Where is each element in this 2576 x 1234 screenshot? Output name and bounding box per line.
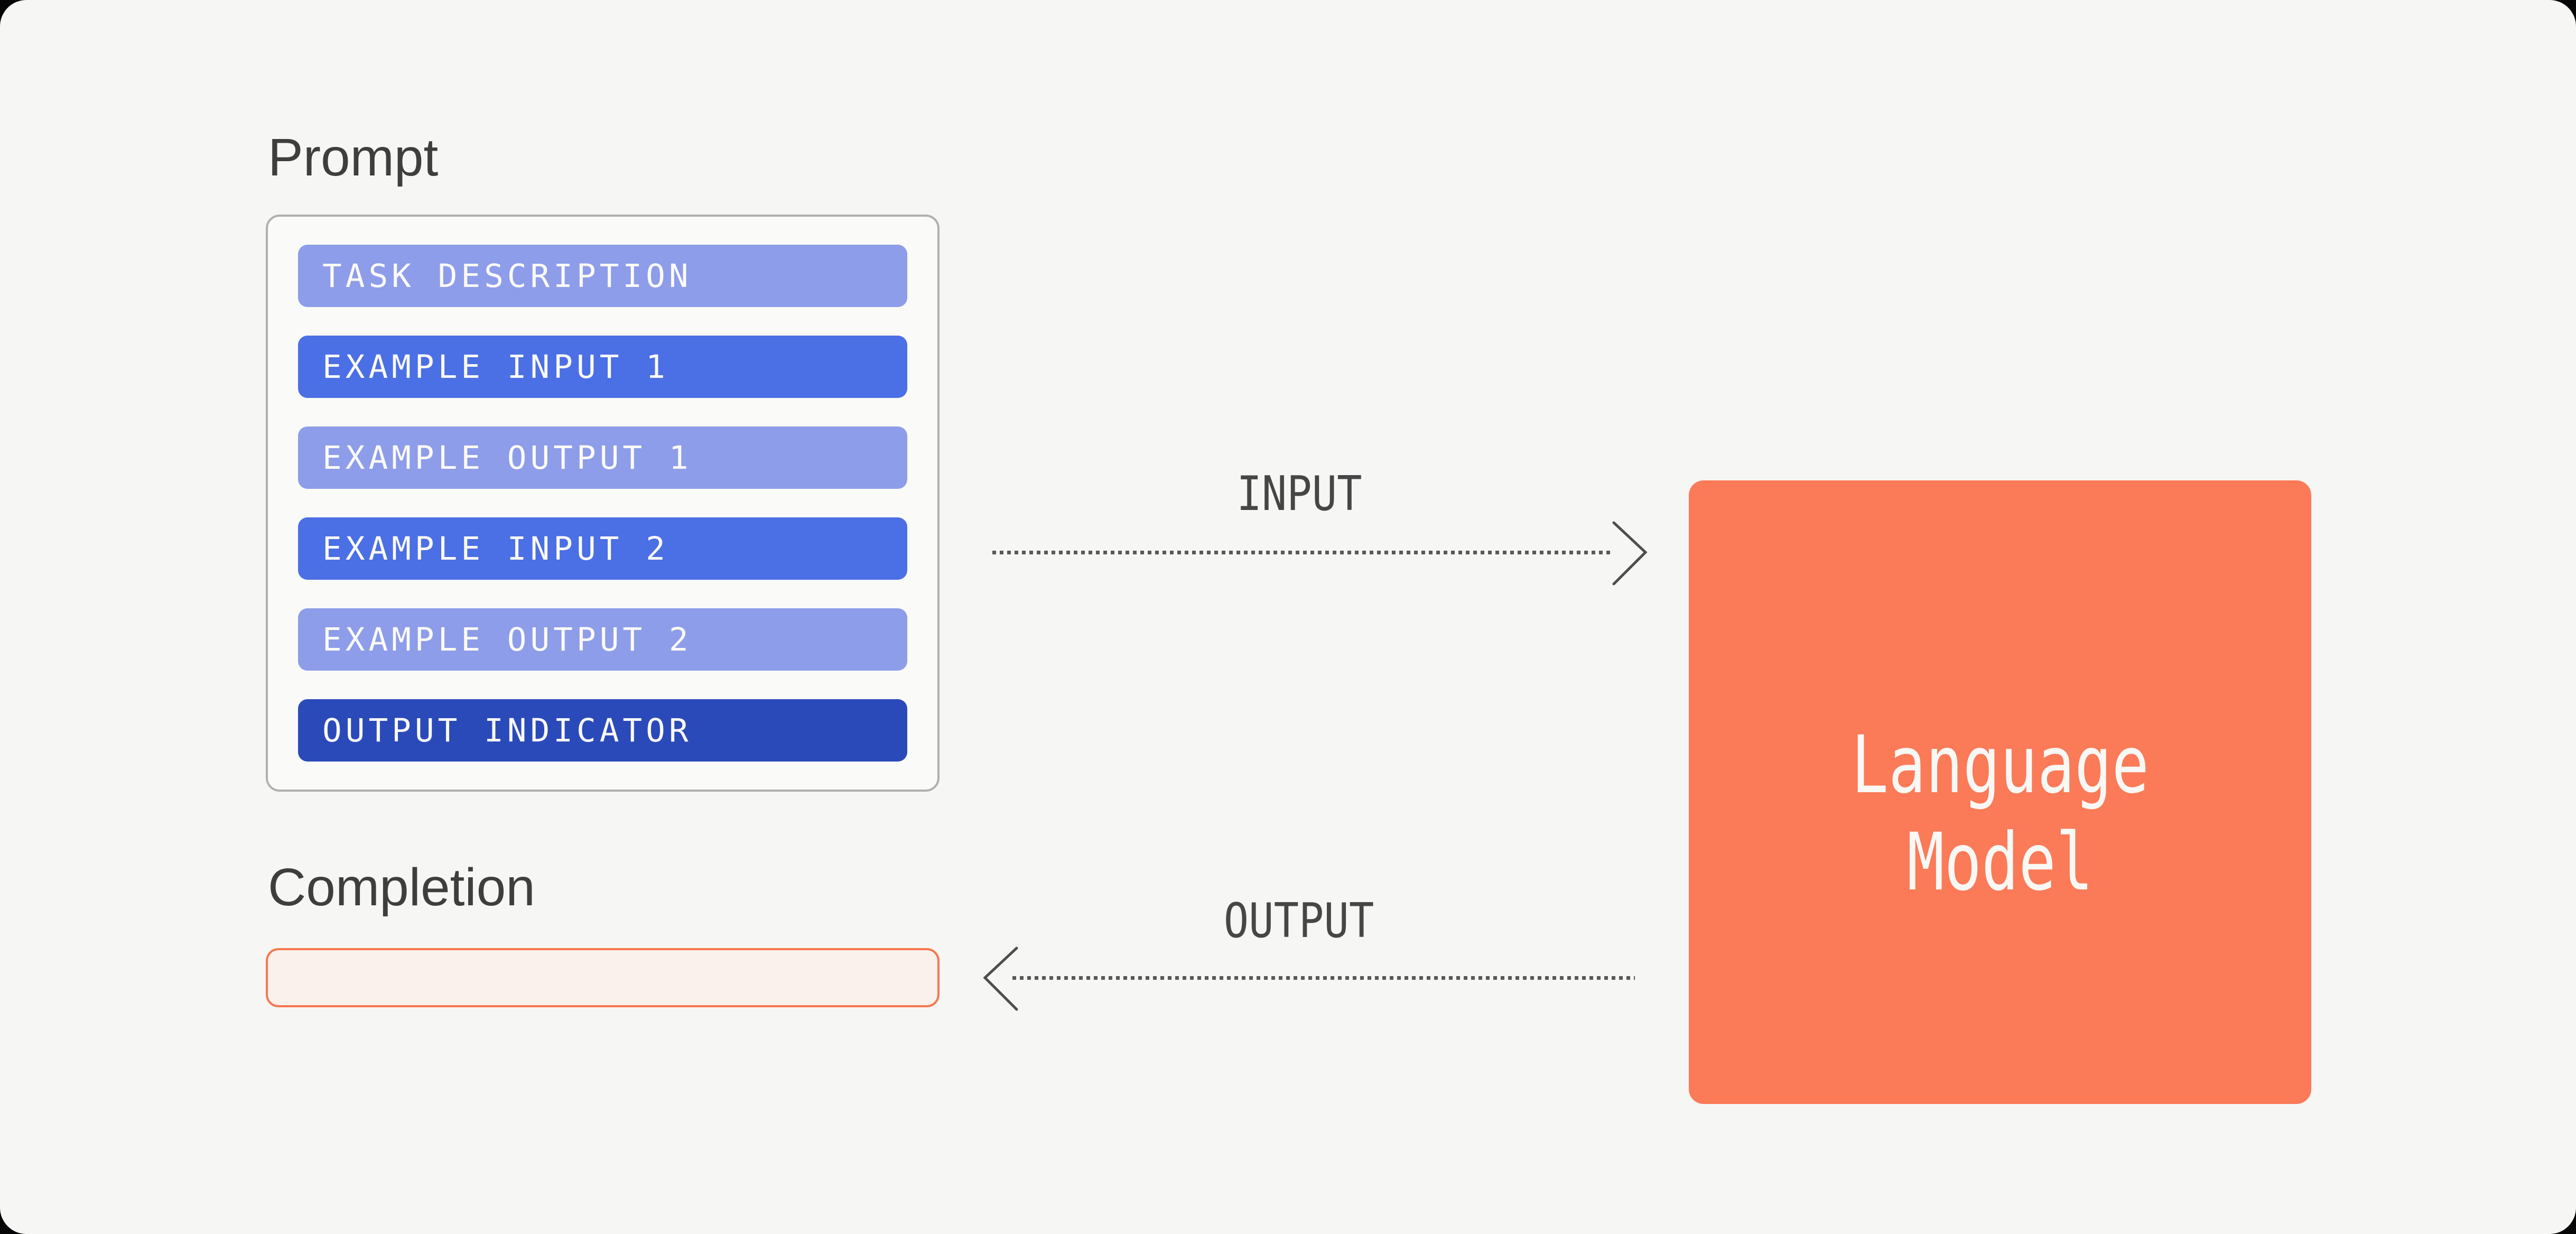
- output-arrow-label: OUTPUT: [1223, 893, 1374, 949]
- bar-example-input-2: EXAMPLE INPUT 2: [298, 517, 907, 580]
- completion-empty-box: [266, 948, 940, 1007]
- output-arrowhead-icon: [983, 947, 1018, 1011]
- bar-example-output-2: EXAMPLE OUTPUT 2: [298, 608, 907, 671]
- language-model-box: Language Model: [1689, 480, 2311, 1104]
- completion-section-title: Completion: [268, 858, 535, 917]
- input-arrow-dotted-line: [992, 551, 1613, 554]
- prompt-section-title: Prompt: [268, 128, 439, 187]
- prompt-panel: TASK DESCRIPTION EXAMPLE INPUT 1 EXAMPLE…: [266, 215, 940, 792]
- input-arrowhead-icon: [1612, 521, 1648, 586]
- bar-example-input-1: EXAMPLE INPUT 1: [298, 336, 907, 398]
- output-arrow-dotted-line: [1012, 976, 1635, 980]
- bar-example-output-1: EXAMPLE OUTPUT 1: [298, 426, 907, 489]
- language-model-label: Language Model: [1851, 673, 2149, 911]
- language-model-label-line1: Language: [1851, 719, 2149, 811]
- bar-output-indicator: OUTPUT INDICATOR: [298, 699, 907, 762]
- bar-task-description: TASK DESCRIPTION: [298, 245, 907, 307]
- language-model-label-line2: Model: [1907, 817, 2094, 908]
- input-arrow-label: INPUT: [1236, 466, 1362, 522]
